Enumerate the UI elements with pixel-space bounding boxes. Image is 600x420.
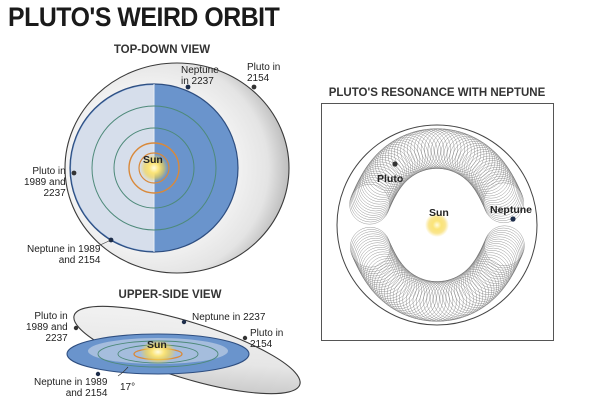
inner-orbit-mars [138, 152, 170, 184]
label-side-neptune-2237: Neptune in 2237 [192, 312, 266, 323]
resonance-frame [321, 103, 554, 341]
resonance-heading: PLUTO'S RESONANCE WITH NEPTUNE [328, 87, 546, 99]
inner-orbit-jupiter [128, 142, 180, 194]
label-pluto-1989-2237: Pluto in 1989 and 2237 [24, 166, 66, 199]
resonance-diagram [336, 112, 538, 332]
neptune-side-2237-dot [181, 319, 187, 325]
upper-side-diagram [66, 305, 301, 395]
main-title: PLUTO'S WEIRD ORBIT [8, 2, 280, 32]
pluto-side-1989-dot [73, 325, 79, 331]
neptune-resonance-dot [510, 216, 516, 222]
neptune-2237-dot [185, 84, 191, 90]
inner-orbit-uranus [91, 105, 217, 231]
sun-glow [140, 154, 168, 182]
inner-orbit-saturn [113, 127, 195, 209]
top-down-diagram [64, 62, 290, 274]
neptune-side-1989-dot [95, 371, 101, 377]
sun-resonance-label: Sun [429, 207, 449, 219]
pluto-resonance-loops [336, 124, 538, 326]
angle-label: 17° [120, 382, 136, 393]
angle-arc [117, 366, 129, 377]
pluto-side-2154-dot [242, 335, 248, 341]
neptune-resonance-label: Neptune [490, 204, 532, 216]
sun-label-side: Sun [147, 339, 167, 351]
pluto-2154-dot [251, 84, 257, 90]
label-side-neptune-1989-2154: Neptune in 1989 and 2154 [34, 377, 108, 399]
label-side-pluto-1989-2237: Pluto in 1989 and 2237 [26, 311, 68, 344]
upper-side-heading: UPPER-SIDE VIEW [118, 289, 222, 301]
pluto-resonance-dot [392, 161, 398, 167]
label-neptune-2237: Neptune in 2237 [181, 65, 219, 87]
label-side-pluto-2154: Pluto in 2154 [250, 328, 284, 350]
sun-resonance-glow [425, 213, 449, 237]
label-pluto-2154: Pluto in 2154 [247, 62, 281, 84]
sun-label-top: Sun [143, 154, 163, 166]
top-down-heading: TOP-DOWN VIEW [113, 44, 211, 56]
pluto-1989-dot [71, 170, 77, 176]
label-neptune-1989-2154: Neptune in 1989 and 2154 [27, 244, 101, 266]
sun-side-glow [140, 340, 176, 364]
neptune-orbit-light-half [71, 85, 154, 251]
pluto-resonance-label: Pluto [377, 173, 404, 185]
